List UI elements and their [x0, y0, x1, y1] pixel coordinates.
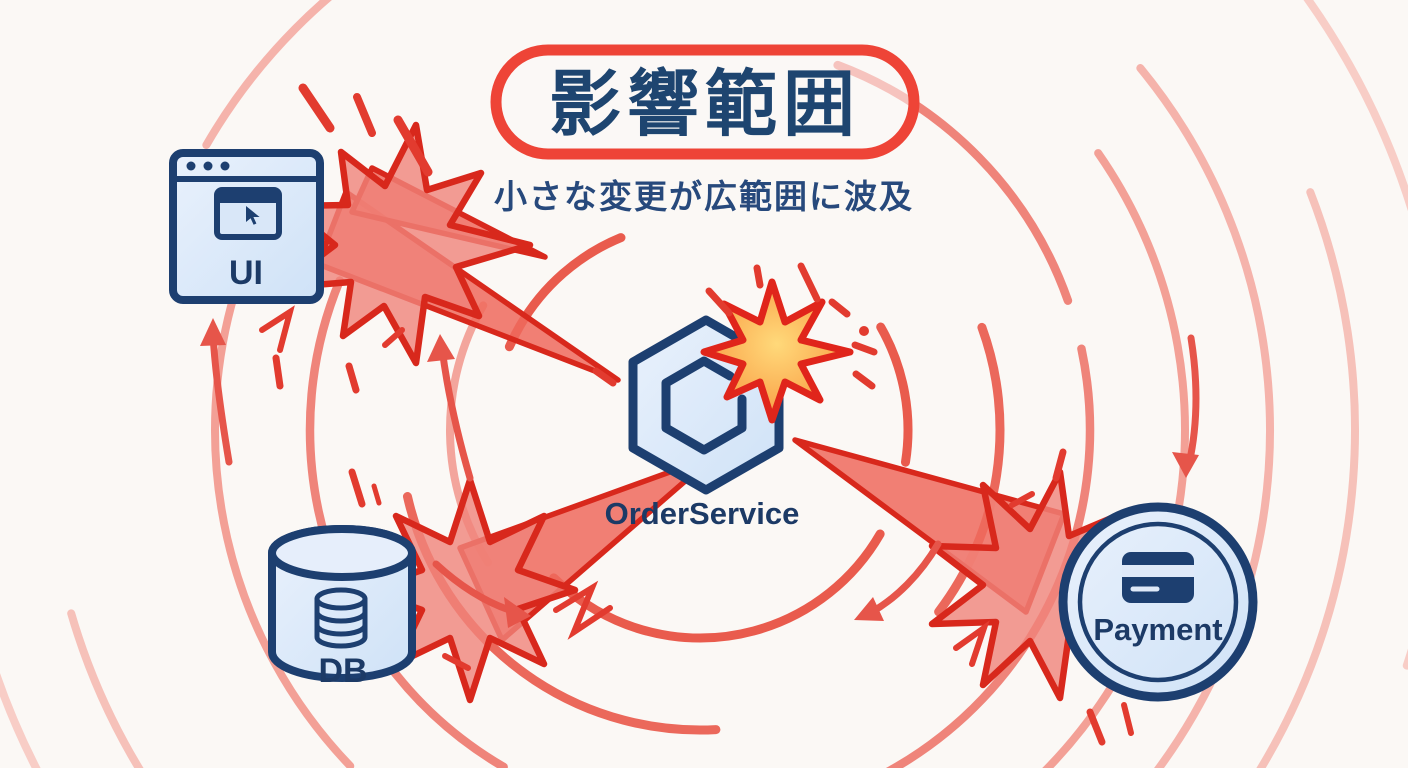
title-badge: 影響範囲 — [490, 44, 920, 160]
arrow-down-left-shaft — [868, 540, 942, 616]
title-badge-border — [490, 44, 920, 160]
spark-dot — [859, 326, 869, 336]
spark-dashes — [259, 83, 1134, 746]
spark-dash — [272, 354, 284, 390]
db-node: DB — [268, 525, 416, 690]
spark-dash — [592, 367, 617, 387]
database-top — [268, 525, 416, 581]
page-title: 影響範囲 — [549, 65, 861, 145]
arrow-up-mid-shaft — [438, 344, 474, 482]
spark-dash — [353, 93, 376, 137]
browser-dot — [220, 161, 230, 171]
payment-node-label: Payment — [1093, 612, 1222, 647]
page-subtitle: 小さな変更が広範囲に波及 — [494, 178, 914, 215]
explosion-star — [592, 262, 878, 424]
cube-inner-bracket — [661, 356, 747, 455]
impact-burst-ui — [274, 121, 534, 367]
spark-zigzag — [259, 305, 295, 353]
spark-zigzag — [953, 620, 990, 667]
payment-node: Payment — [1058, 502, 1258, 702]
db-node-label: DB — [318, 652, 367, 690]
spark-dash — [828, 298, 851, 318]
ripple-arrows — [200, 318, 1200, 628]
spark-dash — [1121, 702, 1134, 736]
spark-dash — [442, 653, 471, 671]
browser-dot — [203, 161, 213, 171]
database-icon — [268, 525, 416, 682]
spark-dash — [345, 362, 360, 394]
arrow-down-shaft — [1185, 334, 1200, 468]
arrow-up-left-head — [200, 318, 226, 346]
arrow-up-left-shaft — [209, 330, 233, 466]
arrow-down-right-head — [504, 597, 531, 628]
cursor-icon — [246, 206, 260, 225]
credit-card-body — [1122, 552, 1194, 603]
spark-dash — [705, 287, 733, 317]
arrow-down-right-shaft — [432, 560, 516, 615]
center-node-label: OrderService — [605, 496, 800, 531]
spark-dash — [1009, 491, 1035, 508]
arrow-up-mid-head — [427, 334, 455, 362]
ui-node: UI — [169, 149, 324, 304]
spark-dash — [797, 262, 821, 303]
spark-dash — [852, 370, 876, 390]
explosion-sparks — [592, 262, 878, 390]
spark-dash — [298, 83, 335, 133]
spark-dash — [393, 115, 433, 177]
browser-window-icon — [169, 149, 324, 304]
shockwave-arc — [305, 35, 1095, 768]
spark-dash — [371, 483, 382, 506]
arrow-down-head — [1172, 452, 1199, 478]
spark-dash — [1052, 448, 1067, 482]
explosion-star-icon — [700, 278, 854, 424]
browser-inner-header — [219, 192, 277, 203]
credit-card-icon — [1122, 552, 1194, 603]
spark-zigzag — [553, 580, 613, 640]
spark-dash — [753, 264, 764, 289]
spark-dash — [382, 327, 405, 348]
ui-node-label: UI — [229, 254, 263, 292]
credit-card-stripe — [1122, 565, 1194, 577]
arrow-down-left-head — [854, 597, 884, 621]
browser-dot — [186, 161, 196, 171]
spark-dash — [348, 468, 366, 508]
spark-dash — [851, 341, 878, 356]
database-mini-icon — [314, 587, 368, 649]
payment-circle-inner — [1077, 521, 1239, 683]
spark-dash — [1086, 708, 1106, 746]
